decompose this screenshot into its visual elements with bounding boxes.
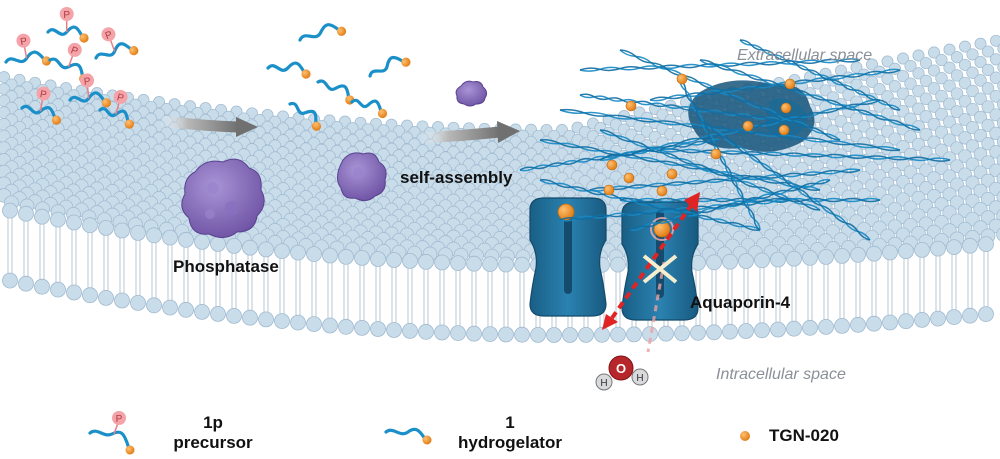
legend-precursor: 1p precursor — [158, 413, 268, 453]
legend-hydrogelator-name: hydrogelator — [458, 433, 562, 452]
legend-drug: TGN-020 — [769, 426, 839, 445]
hydrogelator-molecule — [350, 98, 388, 119]
phosphate-letter: P — [63, 10, 70, 21]
tgn-020-bead — [710, 148, 722, 160]
self-assembly-label: self-assembly — [400, 168, 513, 187]
phosphate-letter: P — [39, 89, 48, 101]
tgn-020-bead — [676, 73, 688, 85]
hydrogelator-molecule — [288, 101, 322, 131]
oxygen-letter: O — [616, 361, 626, 376]
water-molecule: O H H — [595, 355, 649, 391]
tgn-020-bead — [625, 100, 637, 112]
phosphate-letter: P — [116, 92, 126, 104]
legend-phosphate-letter: P — [116, 414, 123, 425]
process-arrows — [159, 115, 520, 144]
extracellular-label: Extracellular space — [737, 47, 873, 64]
hydrogelator-molecule — [298, 23, 347, 42]
tgn-020-bead — [603, 184, 615, 196]
phosphate-letter: P — [104, 29, 114, 42]
hydrogen-letter-right: H — [636, 373, 643, 384]
legend-drug-icon — [740, 431, 750, 441]
tgn-020-beads — [603, 73, 796, 197]
aquaporin-channel — [621, 201, 699, 321]
flow-up-arrowhead — [684, 192, 700, 212]
tgn-020-bead — [656, 185, 668, 197]
precursor-molecule: P — [68, 73, 111, 108]
precursor-molecules: P P P P P P P — [4, 7, 139, 129]
hydrogelator-molecule — [368, 55, 411, 78]
phosphatase-medium — [337, 152, 387, 202]
legend-hydrogelator: 1 hydrogelator — [440, 413, 580, 453]
intracellular-label: Intracellular space — [716, 366, 846, 383]
membrane-bottom-leaflet — [2, 272, 994, 343]
phosphatase-enzymes — [181, 80, 488, 238]
phosphatase-small — [455, 80, 488, 107]
tgn-020-bead — [606, 159, 618, 171]
legend-precursor-id: 1p — [203, 413, 223, 432]
legend-precursor-name: precursor — [173, 433, 253, 452]
legend-icons: P — [88, 411, 750, 455]
aquaporin-channel — [529, 197, 607, 317]
tgn-020-bead — [780, 102, 792, 114]
legend-precursor-icon: P — [88, 411, 135, 455]
flow-down-arrowhead — [602, 314, 618, 330]
precursor-molecule: P — [46, 7, 89, 43]
water-flow-arrows — [602, 192, 700, 353]
dephosphorylation-arrow — [159, 115, 258, 137]
phosphate-letter: P — [19, 36, 28, 48]
phosphatase-large — [181, 158, 265, 238]
tgn-020-bead — [623, 172, 635, 184]
blocked-cross — [642, 254, 678, 284]
tgn-020-bead — [666, 168, 678, 180]
phosphatase-label: Phosphatase — [173, 257, 279, 276]
phosphate-letter: P — [69, 45, 79, 58]
aquaporin-4-channels — [529, 197, 699, 321]
tgn-020-bead — [784, 78, 796, 90]
tgn-020-bead — [742, 120, 754, 132]
phosphate-letter: P — [83, 76, 91, 88]
aquaporin-label: Aquaporin-4 — [690, 293, 791, 312]
precursor-molecule: P — [4, 33, 52, 66]
hydrogelator-molecules — [266, 23, 411, 131]
precursor-molecule: P — [94, 27, 139, 60]
legend-hydrogelator-icon — [384, 427, 432, 445]
precursor-molecule: P — [98, 89, 134, 129]
membrane-top-leaflet — [0, 34, 1000, 273]
tgn-020-bead — [778, 124, 790, 136]
hydrogelator-molecule — [266, 61, 311, 79]
hydrogen-letter-left: H — [600, 378, 607, 389]
legend-hydrogelator-id: 1 — [505, 413, 515, 432]
precursor-molecule: P — [20, 86, 62, 125]
self-assembly-arrow — [419, 121, 520, 144]
